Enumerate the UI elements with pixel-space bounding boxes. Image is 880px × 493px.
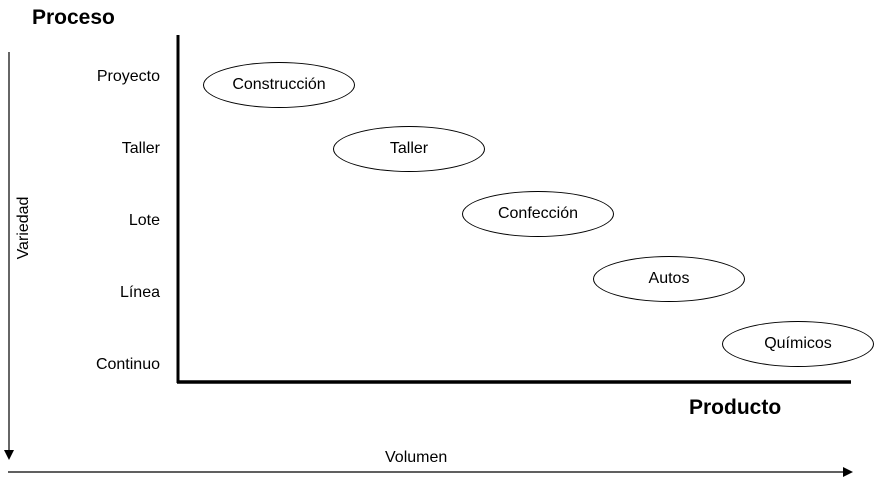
row-label-proyecto: Proyecto <box>96 68 160 85</box>
row-label-continuo: Continuo <box>95 356 160 373</box>
process-title: Proceso <box>32 6 115 29</box>
ellipse-label: Confección <box>497 205 579 222</box>
ellipse-label: Construcción <box>232 76 326 93</box>
ellipse-label: Autos <box>648 270 690 287</box>
ellipse-label: Taller <box>389 140 429 157</box>
ellipse-taller: Taller <box>333 126 485 172</box>
product-title: Producto <box>689 396 782 419</box>
volume-arrow-head <box>843 467 853 477</box>
ellipse-construccion: Construcción <box>203 62 355 108</box>
row-label-lote: Lote <box>128 212 160 229</box>
volume-axis-label: Volumen <box>385 449 448 466</box>
ellipse-autos: Autos <box>593 256 745 302</box>
ellipse-quimicos: Químicos <box>722 321 874 367</box>
ellipse-label: Químicos <box>764 335 832 352</box>
variety-axis-label: Variedad <box>15 196 32 260</box>
row-label-linea: Línea <box>119 284 160 301</box>
ellipse-confeccion: Confección <box>462 191 614 237</box>
row-label-taller: Taller <box>121 140 160 157</box>
variety-arrow-head <box>4 450 14 460</box>
